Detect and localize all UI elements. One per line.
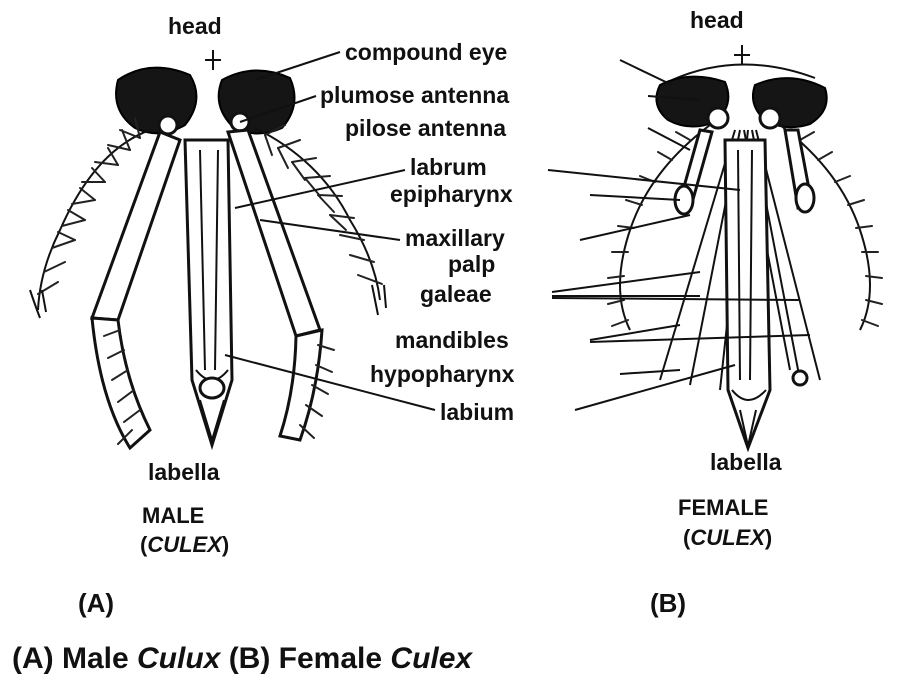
- male-genus-label: (CULEX): [140, 532, 229, 557]
- label-labrum: labrum: [410, 154, 487, 180]
- male-head-figure: [30, 50, 386, 448]
- label-head-female: head: [690, 7, 744, 33]
- label-palp: palp: [448, 251, 495, 277]
- panel-label-b: (B): [650, 588, 686, 618]
- label-maxillary: maxillary: [405, 225, 505, 251]
- panel-label-a: (A): [78, 588, 114, 618]
- label-hypopharynx: hypopharynx: [370, 361, 515, 387]
- label-compound-eye: compound eye: [345, 39, 507, 65]
- female-sex-label: FEMALE: [678, 495, 768, 520]
- female-head-figure: [608, 45, 882, 448]
- male-sex-label: MALE: [142, 503, 204, 528]
- label-mandibles: mandibles: [395, 327, 509, 353]
- label-labella-female: labella: [710, 449, 782, 475]
- label-head-male: head: [168, 13, 222, 39]
- label-epipharynx: epipharynx: [390, 181, 513, 207]
- label-plumose-antenna: plumose antenna: [320, 82, 509, 108]
- figure-caption: (A) Male Culux (B) Female Culex: [12, 642, 473, 675]
- label-pilose-antenna: pilose antenna: [345, 115, 506, 141]
- male-left-eye: [116, 68, 196, 134]
- label-labium: labium: [440, 399, 514, 425]
- female-genus-label: (CULEX): [683, 525, 772, 550]
- label-galeae: galeae: [420, 281, 492, 307]
- label-labella-male: labella: [148, 459, 220, 485]
